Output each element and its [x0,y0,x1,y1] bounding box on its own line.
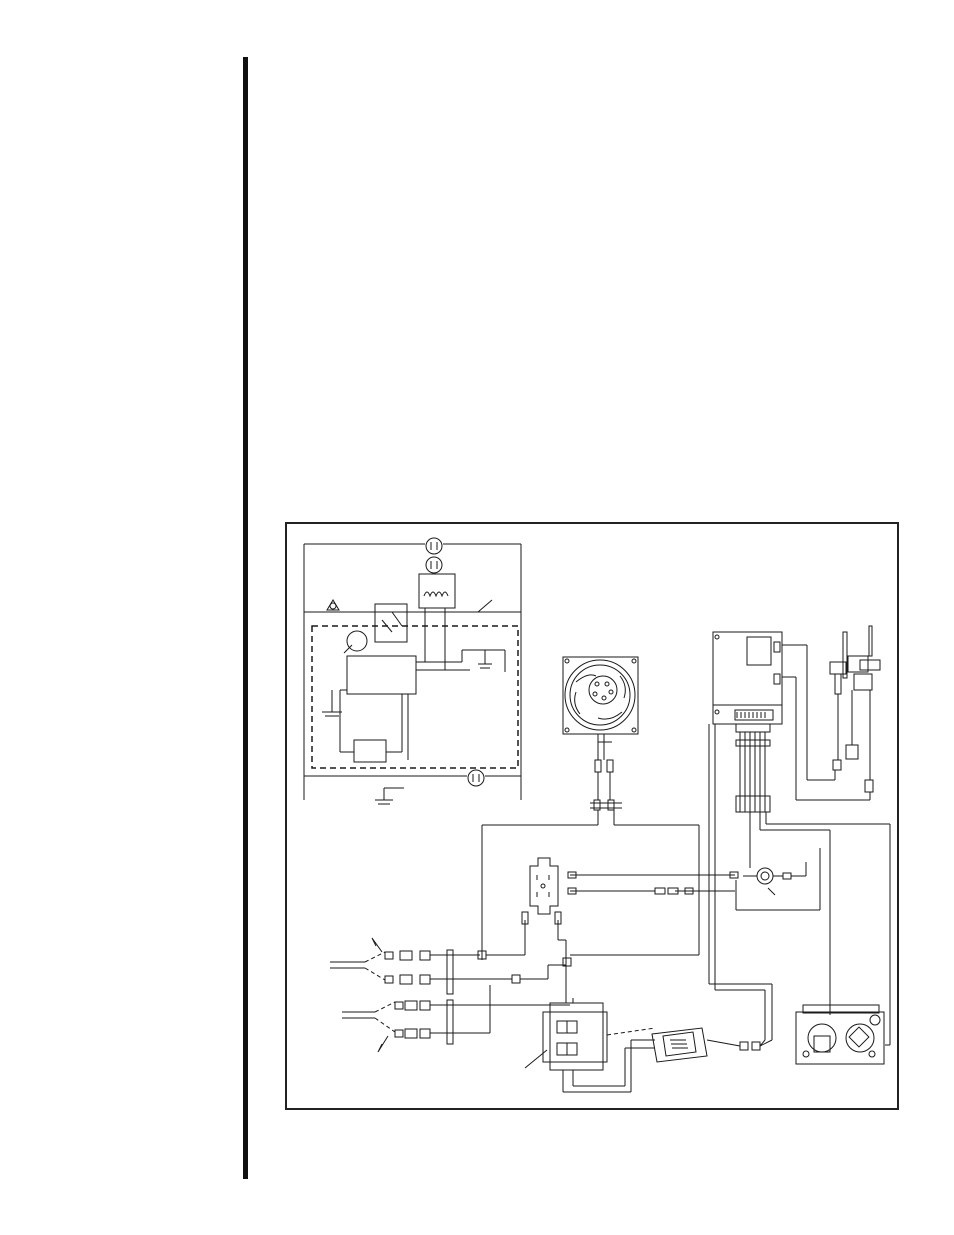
pilot-assembly [782,626,880,800]
junction-box [525,998,655,1092]
schematic-inset [304,538,521,804]
blower-fan [563,657,638,810]
outlet-symbol-icon [426,557,442,573]
control-symbol [347,656,416,694]
outlet-symbol-icon [468,770,484,786]
transformer [625,1028,772,1062]
fan-symbol-icon [327,600,339,610]
thermodisc [743,850,806,895]
motor-symbol [347,631,367,651]
gas-valve [796,1005,884,1064]
input-leads [330,938,571,1052]
ignition-module [713,632,782,812]
outlet-symbol-icon [426,538,442,554]
receptacle [522,858,738,1000]
transformer-symbol [419,574,455,608]
